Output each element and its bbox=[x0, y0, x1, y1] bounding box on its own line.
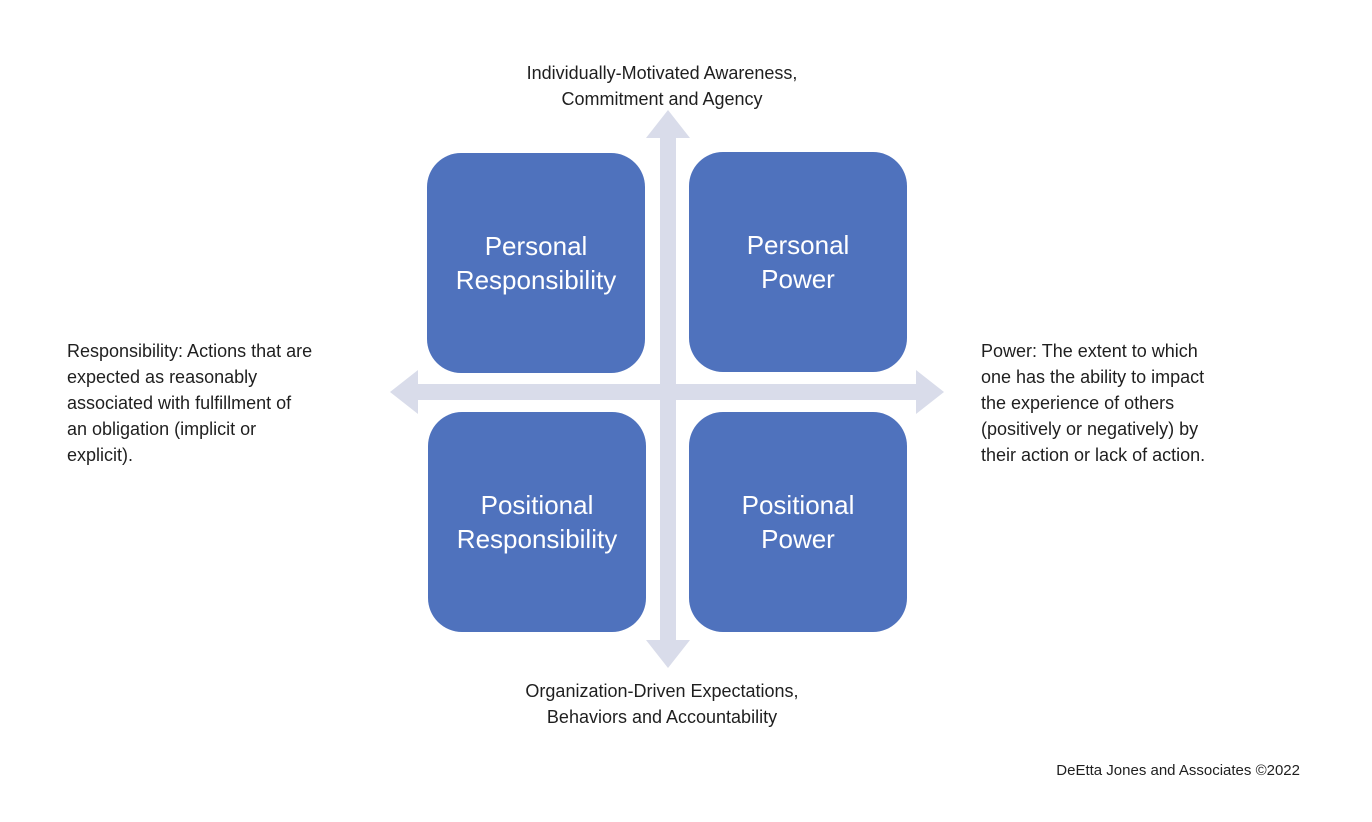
quadrant-positional-responsibility: Positional Responsibility bbox=[428, 412, 646, 632]
axis-label-left-line-4: an obligation (implicit or bbox=[67, 419, 257, 439]
quadrant-title-line-2: Power bbox=[761, 264, 835, 294]
quadrant-title-line-1: Personal bbox=[746, 230, 850, 260]
axis-label-right-line-1: Power: The extent to which bbox=[981, 341, 1198, 361]
axis-label-right-line-5: their action or lack of action. bbox=[981, 445, 1206, 465]
axis-label-left-line-1: Responsibility: Actions that are bbox=[67, 341, 313, 361]
axis-label-bottom: Organization-Driven Expectations, Behavi… bbox=[460, 678, 864, 730]
axis-label-bottom-line-2: Behaviors and Accountability bbox=[546, 707, 778, 727]
axis-label-top: Individually-Motivated Awareness, Commit… bbox=[460, 60, 864, 112]
axis-label-left-line-2: expected as reasonably bbox=[67, 367, 258, 387]
quadrant-personal-power: Personal Power bbox=[689, 152, 907, 372]
quadrant-title-line-2: Power bbox=[761, 524, 835, 554]
axis-label-right: Power: The extent to which one has the a… bbox=[981, 338, 1281, 468]
copyright-notice: DeEtta Jones and Associates ©2022 bbox=[1056, 762, 1300, 779]
quadrant-personal-responsibility: Personal Responsibility bbox=[427, 153, 645, 373]
axis-label-left-line-3: associated with fulfillment of bbox=[67, 393, 292, 413]
vertical-axis-arrow bbox=[646, 110, 690, 668]
quadrant-title-line-1: Positional bbox=[480, 490, 594, 520]
axis-label-bottom-line-1: Organization-Driven Expectations, bbox=[525, 681, 799, 701]
axis-label-left: Responsibility: Actions that are expecte… bbox=[67, 338, 377, 468]
axis-label-top-line-2: Commitment and Agency bbox=[561, 89, 763, 109]
axis-label-right-line-4: (positively or negatively) by bbox=[981, 419, 1199, 439]
axis-label-left-line-5: explicit). bbox=[67, 445, 134, 465]
quadrant-title-line-2: Responsibility bbox=[456, 524, 618, 554]
axis-label-right-line-2: one has the ability to impact bbox=[981, 367, 1205, 387]
quadrant-positional-power: Positional Power bbox=[689, 412, 907, 632]
axis-label-top-line-1: Individually-Motivated Awareness, bbox=[526, 63, 798, 83]
quadrant-title-line-2: Responsibility bbox=[455, 265, 617, 295]
quadrant-title-line-1: Personal bbox=[484, 231, 588, 261]
quadrant-title-line-1: Positional bbox=[741, 490, 855, 520]
axis-label-right-line-3: the experience of others bbox=[981, 393, 1175, 413]
